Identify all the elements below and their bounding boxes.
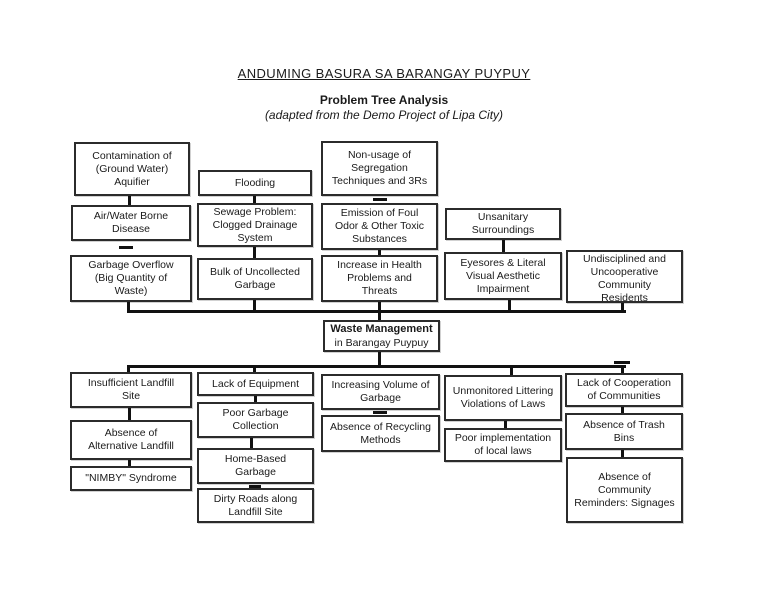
connector-dash-nonusage-emission [373,198,387,201]
node-contamination: Contamination of (Ground Water) Aquifier [74,142,190,196]
connector-causes-bus [127,365,626,368]
node-air-water-disease: Air/Water Borne Disease [71,205,191,241]
node-recycling: Absence of Recycling Methods [321,415,440,452]
node-bulk-uncollected: Bulk of Uncollected Garbage [197,258,313,300]
connector-core-bus [378,352,381,365]
connector-unsanitary-eyesores [502,240,505,252]
connector-effects-bus [127,310,626,313]
connector-trashbins-signages [621,450,624,457]
connector-unmonitored-implementation [504,421,507,428]
node-lack-cooperation: Lack of Cooperation of Communities [565,373,683,407]
node-non-usage: Non-usage of Segregation Techniques and … [321,141,438,196]
node-undisciplined: Undisciplined and Uncooperative Communit… [566,250,683,303]
connector-undisciplined-bus [621,303,624,310]
connector-bus-unmonitored [510,366,513,375]
node-poor-implementation: Poor implementation of local laws [444,428,562,462]
node-insufficient-landfill: Insufficient Landfill Site [70,372,192,408]
node-unmonitored-littering: Unmonitored Littering Violations of Laws [444,375,562,421]
connector-health-bus [378,302,381,310]
document-title: ANDUMING BASURA SA BARANGAY PUYPUY [237,66,531,81]
connector-sewage-bulk [253,247,256,258]
connector-dash-homebased-dirtyroads [249,485,261,488]
node-health-problems: Increase in Health Problems and Threats [321,255,438,302]
node-eyesores: Eyesores & Literal Visual Aesthetic Impa… [444,252,562,300]
node-dirty-roads: Dirty Roads along Landfill Site [197,488,314,523]
node-emission: Emission of Foul Odor & Other Toxic Subs… [321,203,438,250]
connector-flooding-sewage [253,196,256,203]
connector-overflow-bus [127,302,130,310]
connector-eyesores-bus [508,300,511,310]
node-garbage-overflow: Garbage Overflow (Big Quantity of Waste) [70,255,192,302]
connector-dash-bus-cooperation [614,361,630,364]
node-alternative-landfill: Absence of Alternative Landfill [70,420,192,460]
connector-cooperation-trashbins [621,407,624,413]
connector-bulk-bus [253,300,256,310]
node-home-based: Home-Based Garbage [197,448,314,484]
node-poor-collection: Poor Garbage Collection [197,402,314,438]
connector-bus-cooperation [621,366,624,373]
connector-bus-core [378,311,381,320]
node-increasing-volume: Increasing Volume of Garbage [321,374,440,410]
connector-collection-homebased [250,438,253,448]
node-lack-equipment: Lack of Equipment [197,372,314,396]
connector-emission-health [378,250,381,255]
connector-dash-airwater-overflow [119,246,133,249]
node-nimby: "NIMBY" Syndrome [70,466,192,491]
document-note: (adapted from the Demo Project of Lipa C… [264,108,504,122]
node-flooding: Flooding [198,170,312,196]
node-core-problem: Waste Management in Barangay Puypuy [323,320,440,352]
connector-equipment-collection [254,396,257,402]
node-signages: Absence of Community Reminders: Signages [566,457,683,523]
core-problem-title: Waste Management [330,323,433,335]
connector-alternative-nimby [128,460,131,466]
connector-bus-equipment [253,366,256,372]
connector-insufficient-alternative [128,408,131,420]
connector-dash-volume-recycling [373,411,387,414]
node-trash-bins: Absence of Trash Bins [565,413,683,450]
core-problem-subtitle: in Barangay Puypuy [334,337,429,349]
connector-contamination-airwater [128,196,131,205]
document-subtitle: Problem Tree Analysis [319,93,449,107]
connector-bus-insufficient [127,366,130,372]
node-unsanitary: Unsanitary Surroundings [445,208,561,240]
node-sewage-problem: Sewage Problem: Clogged Drainage System [197,203,313,247]
